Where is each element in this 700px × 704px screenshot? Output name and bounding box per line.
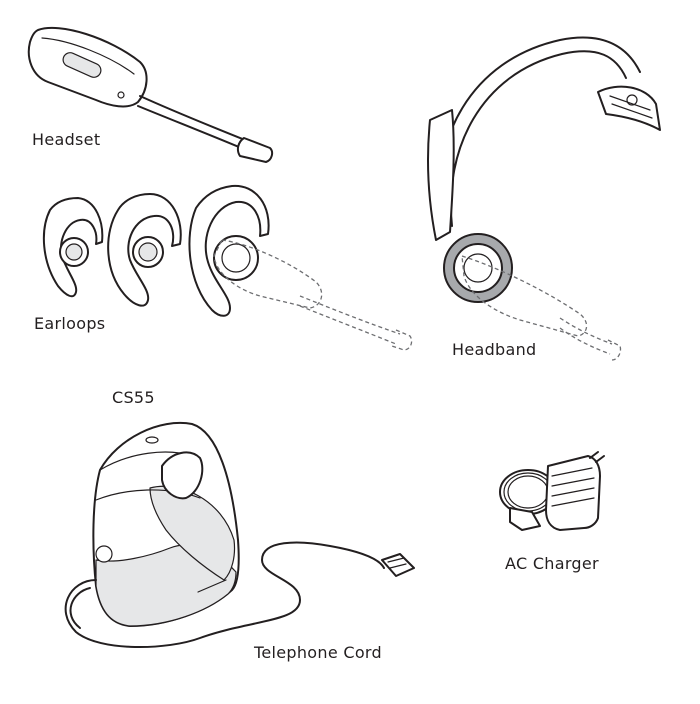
headband-illustration (427, 36, 661, 361)
telephone-cord-illustration (64, 541, 415, 648)
headset-illustration (27, 26, 274, 163)
label-headband: Headband (452, 340, 537, 359)
label-cs55: CS55 (112, 388, 155, 407)
earloop-medium-illustration (107, 193, 182, 307)
earloop-large-illustration (188, 184, 413, 351)
earloop-small-illustration (42, 197, 104, 298)
label-ac-charger: AC Charger (505, 554, 599, 573)
label-headset: Headset (32, 130, 101, 149)
cs55-base-illustration (92, 421, 240, 627)
label-telephone-cord: Telephone Cord (254, 643, 382, 662)
label-earloops: Earloops (34, 314, 106, 333)
ac-charger-illustration (499, 451, 605, 531)
